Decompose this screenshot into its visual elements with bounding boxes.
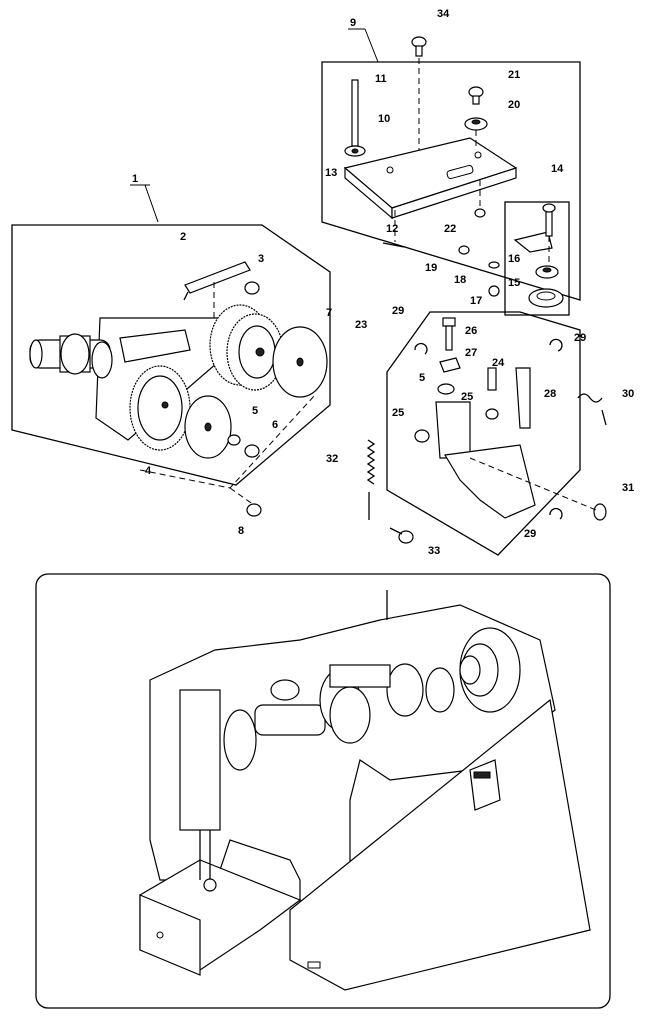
callout-30: 30 [622,388,634,400]
callout-14: 14 [551,163,564,175]
callout-23: 23 [355,319,367,331]
callout-34: 34 [437,8,450,20]
callout-16: 16 [508,253,520,265]
callout-8: 8 [238,525,244,537]
callout-20: 20 [508,99,520,111]
callout-7: 7 [326,307,332,319]
callout-32: 32 [326,453,338,465]
callout-19: 19 [425,262,437,274]
callout-13: 13 [325,167,337,179]
callout-24: 24 [492,357,505,369]
group-1-panel [11,224,331,517]
group-23-panel [366,311,607,556]
callout-27: 27 [465,347,477,359]
callout-33: 33 [428,545,440,557]
group-9-panel [321,36,581,316]
callout-5-right: 5 [419,372,425,384]
callout-12: 12 [386,223,398,235]
callout-15: 15 [508,277,520,289]
callout-29-right: 29 [574,332,586,344]
callout-4: 4 [145,465,152,477]
callout-2: 2 [180,231,186,243]
callout-3: 3 [258,253,264,265]
callout-21: 21 [508,69,520,81]
callout-10: 10 [378,113,390,125]
callout-26: 26 [465,325,477,337]
callout-28: 28 [544,388,556,400]
callout-5-left: 5 [252,405,258,417]
callout-29-bottom: 29 [524,528,536,540]
callout-17: 17 [470,295,482,307]
callout-6: 6 [272,419,278,431]
callout-1: 1 [132,173,138,185]
callout-29-top: 29 [392,305,404,317]
callout-18: 18 [454,274,466,286]
sewing-machine-view [35,573,611,1009]
callout-25-left: 25 [392,407,404,419]
callout-11: 11 [375,73,387,85]
callout-31: 31 [622,482,634,494]
callout-25-right: 25 [461,391,473,403]
callout-22: 22 [444,223,456,235]
callout-labels: 1 2 3 4 5 6 7 8 9 10 11 12 13 14 15 16 1… [130,8,634,557]
callout-9: 9 [350,17,356,29]
